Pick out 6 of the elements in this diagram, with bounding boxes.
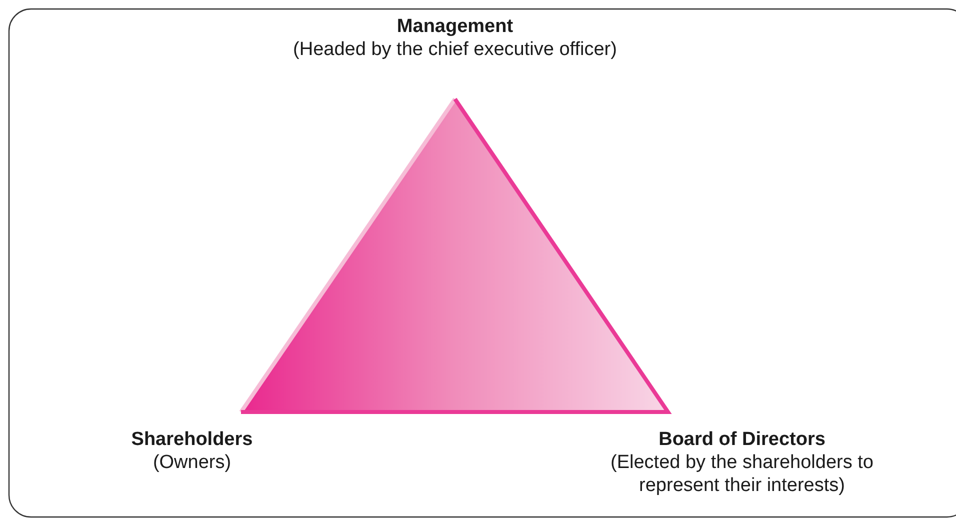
- heading-label: Board of Directors: [658, 428, 826, 451]
- heading-label: Management: [396, 15, 514, 38]
- description-text: (Owners): [152, 451, 232, 474]
- description-text: (Elected by the shareholders to represent their interests): [610, 451, 874, 497]
- heading-label: Shareholders: [130, 428, 254, 451]
- description-text: (Headed by the chief executive officer): [292, 38, 618, 61]
